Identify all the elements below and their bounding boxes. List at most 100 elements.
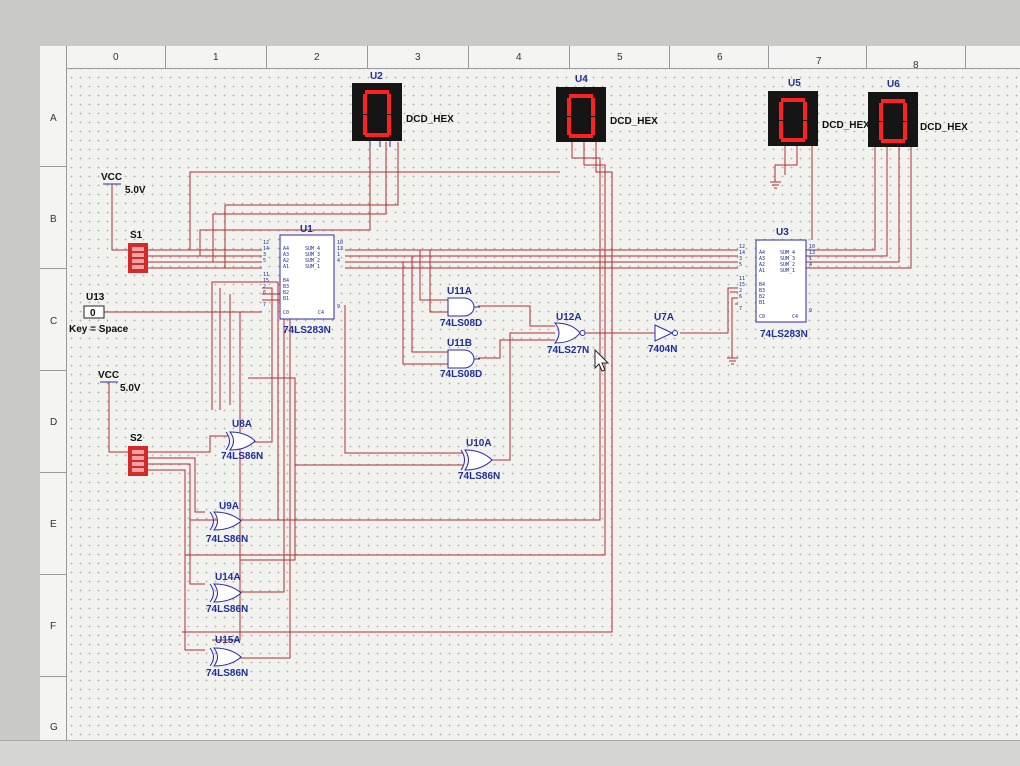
svg-text:14: 14: [263, 246, 269, 252]
svg-text:14: 14: [739, 250, 745, 256]
gate-ref: U10A: [466, 438, 492, 449]
svg-text:B1: B1: [283, 296, 289, 302]
xor-gate-u8a[interactable]: U8A 74LS86N: [221, 419, 263, 462]
display-ref: U5: [788, 78, 801, 89]
display-u2: U2 DCD_HEX: [352, 71, 454, 147]
svg-text:A1: A1: [759, 268, 765, 274]
svg-text:B2: B2: [283, 290, 289, 296]
row-label: F: [50, 621, 57, 632]
svg-text:5: 5: [263, 258, 266, 264]
vcc-source-top: VCC 5.0V: [101, 172, 146, 251]
and-gate-u11a[interactable]: U11A 74LS08D: [440, 286, 482, 329]
display-u5: U5 DCD_HEX: [768, 78, 870, 146]
svg-text:6: 6: [739, 294, 742, 300]
svg-text:11: 11: [739, 276, 745, 282]
svg-text:SUM_2: SUM_2: [780, 262, 795, 268]
mouse-cursor-icon: [594, 348, 610, 372]
row-label: D: [50, 417, 58, 428]
gate-model: 74LS86N: [458, 471, 500, 482]
row-label: A: [50, 113, 57, 124]
dip-switch-s2[interactable]: S2: [128, 433, 148, 476]
dip-switch-s1[interactable]: S1: [128, 230, 148, 273]
column-label: 1: [213, 52, 219, 63]
key-switch-value: 0: [90, 308, 96, 319]
xor-gate-u15a[interactable]: U15A 74LS86N: [206, 635, 248, 679]
svg-text:3: 3: [739, 256, 742, 262]
switch-ref: S2: [130, 433, 143, 444]
svg-text:13: 13: [337, 246, 343, 252]
gate-ref: U11A: [447, 286, 472, 297]
adder-model: 74LS283N: [283, 325, 331, 336]
svg-text:9: 9: [337, 304, 340, 310]
column-label: 7: [816, 56, 822, 67]
row-label: G: [50, 722, 58, 733]
nor-gate-u12a[interactable]: U12A 74LS27N: [547, 312, 589, 356]
svg-text:A3: A3: [759, 256, 765, 262]
gate-model: 74LS86N: [221, 451, 263, 462]
gate-ref: U11B: [447, 338, 472, 349]
xor-gate-u10a[interactable]: U10A 74LS86N: [458, 438, 500, 482]
gate-ref: U9A: [219, 501, 239, 512]
svg-text:3: 3: [263, 252, 266, 258]
column-label: 4: [516, 52, 522, 63]
svg-text:B1: B1: [759, 300, 765, 306]
not-gate-u7a[interactable]: U7A 7404N: [648, 312, 678, 355]
column-label: 2: [314, 52, 320, 63]
row-label: B: [50, 214, 57, 225]
svg-text:15: 15: [263, 278, 269, 284]
display-model: DCD_HEX: [822, 120, 870, 131]
gate-ref: U14A: [215, 572, 241, 583]
schematic-canvas[interactable]: [40, 46, 1020, 740]
gate-ref: U7A: [654, 312, 674, 323]
xor-gate-u14a[interactable]: U14A 74LS86N: [206, 572, 248, 615]
gate-ref: U8A: [232, 419, 252, 430]
svg-text:A3: A3: [283, 252, 289, 258]
display-ref: U6: [887, 79, 900, 90]
vcc-voltage: 5.0V: [125, 185, 146, 196]
ground-symbol: [727, 357, 738, 365]
row-label: E: [50, 519, 57, 530]
row-ruler: [40, 46, 67, 740]
svg-text:C0: C0: [759, 314, 765, 320]
svg-text:2: 2: [263, 284, 266, 290]
wire-net: [104, 142, 912, 659]
display-model: DCD_HEX: [406, 114, 454, 125]
gate-model: 74LS08D: [440, 369, 482, 380]
svg-text:C4: C4: [318, 310, 324, 316]
svg-text:C0: C0: [283, 310, 289, 316]
svg-text:C4: C4: [792, 314, 798, 320]
svg-text:1: 1: [337, 252, 340, 258]
svg-text:7: 7: [263, 302, 266, 308]
svg-text:12: 12: [263, 240, 269, 246]
key-switch-u13[interactable]: U13 0 Key = Space: [69, 292, 129, 335]
svg-text:A4: A4: [283, 246, 289, 252]
svg-text:B3: B3: [759, 288, 765, 294]
column-label: 5: [617, 52, 623, 63]
svg-text:B2: B2: [759, 294, 765, 300]
svg-text:SUM_4: SUM_4: [780, 250, 795, 256]
xor-gate-u9a[interactable]: U9A 74LS86N: [206, 501, 248, 545]
gate-model: 74LS86N: [206, 668, 248, 679]
svg-text:B4: B4: [283, 278, 289, 284]
display-ref: U2: [370, 71, 383, 82]
vcc-label: VCC: [101, 172, 122, 183]
column-label: 0: [113, 52, 119, 63]
and-gate-u11b[interactable]: U11B 74LS08D: [440, 338, 482, 380]
display-u4: U4 DCD_HEX: [556, 74, 658, 142]
display-model: DCD_HEX: [610, 116, 658, 127]
svg-text:A4: A4: [759, 250, 765, 256]
gate-model: 74LS86N: [206, 604, 248, 615]
key-switch-ref: U13: [86, 292, 105, 303]
svg-text:SUM_3: SUM_3: [780, 256, 795, 262]
gate-ref: U15A: [215, 635, 241, 646]
svg-text:4: 4: [809, 262, 812, 268]
display-u6: U6 DCD_HEX: [868, 79, 968, 147]
gate-model: 74LS08D: [440, 318, 482, 329]
display-model: DCD_HEX: [920, 122, 968, 133]
vcc-source-bottom: VCC 5.0V: [98, 370, 141, 453]
adder-ref: U1: [300, 224, 313, 235]
svg-text:10: 10: [809, 244, 815, 250]
